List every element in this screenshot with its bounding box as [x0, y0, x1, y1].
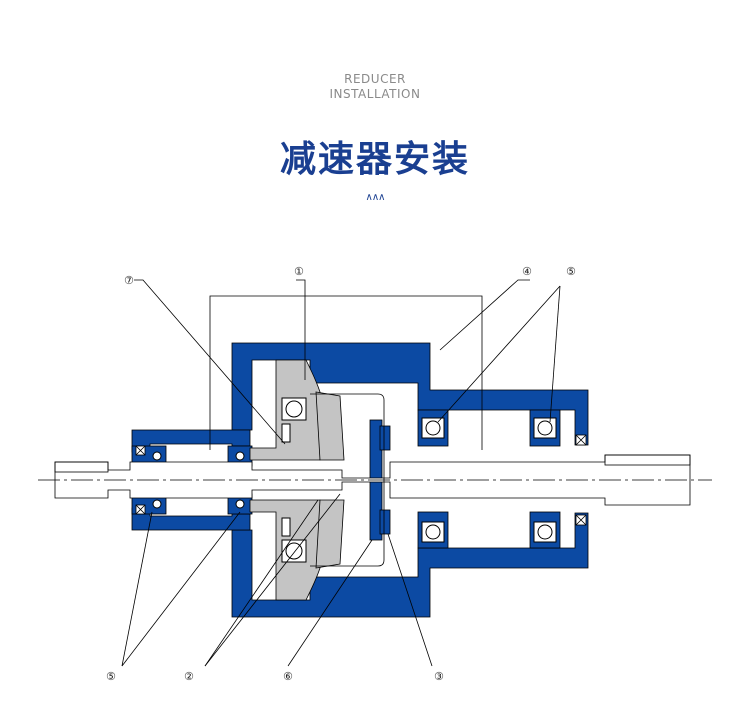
callout-4: ④: [522, 265, 532, 278]
decoration-chevrons: ∧∧∧: [365, 192, 386, 203]
page-title: 减速器安装: [279, 139, 470, 180]
reducer-installation-diagram: ⑦ ① ④ ⑤ ⑤ ② ⑥ ③: [38, 265, 712, 683]
callout-5-bottom: ⑤: [106, 670, 116, 683]
callout-7: ⑦: [124, 274, 134, 287]
callout-3: ③: [434, 670, 444, 683]
housing-upper: [131, 342, 589, 453]
subtitle-reducer: REDUCER: [344, 72, 406, 86]
leader-lines: [121, 279, 561, 667]
callout-2: ②: [184, 670, 194, 683]
seal-blocks: [135, 434, 587, 526]
housing-lower: [131, 507, 589, 618]
callout-6: ⑥: [283, 670, 293, 683]
bearings: [152, 417, 557, 543]
header: REDUCER INSTALLATION: [0, 72, 750, 102]
subtitle-installation: INSTALLATION: [329, 87, 421, 101]
callout-1: ①: [294, 265, 304, 278]
callout-5-top: ⑤: [566, 265, 576, 278]
